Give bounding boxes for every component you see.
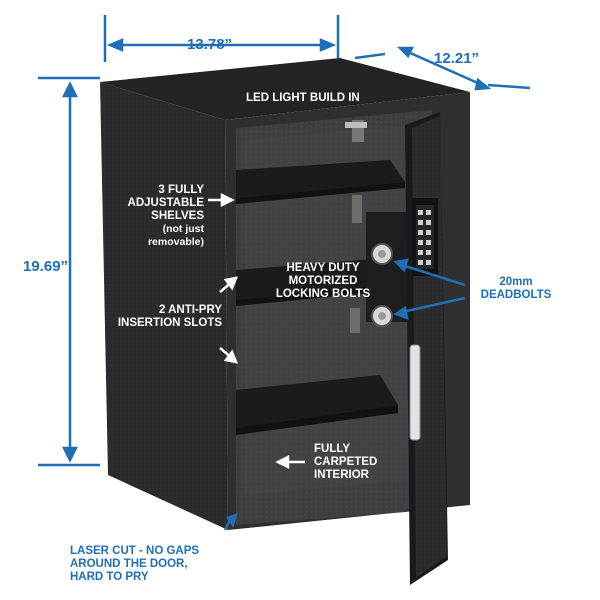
carpeted-line: FULLY xyxy=(314,443,350,455)
shelves-label: 3 FULLY ADJUSTABLE SHELVES (not just rem… xyxy=(122,184,204,249)
led-light-label: LED LIGHT BUILD IN xyxy=(246,92,360,104)
shelves xyxy=(236,120,405,435)
deadbolts-line: 20mm xyxy=(499,276,533,288)
width-dimension: 13.78” xyxy=(187,36,233,53)
height-dimension: 19.69” xyxy=(23,258,69,275)
locking-bolts xyxy=(366,212,408,327)
carpeted-label: FULLY CARPETED INTERIOR xyxy=(314,443,404,482)
shelves-line: 3 FULLY xyxy=(158,184,204,196)
dimension-lines xyxy=(38,15,531,467)
anti-pry-line: 2 ANTI-PRY xyxy=(158,304,222,316)
locking-bolts-label: HEAVY DUTY MOTORIZED LOCKING BOLTS xyxy=(268,262,378,301)
depth-dimension: 12.21” xyxy=(434,50,480,67)
locking-bolts-line: HEAVY DUTY xyxy=(286,262,360,274)
deadbolt-arrows xyxy=(223,258,466,531)
locking-bolts-line: LOCKING BOLTS xyxy=(275,288,371,300)
laser-cut-label: LASER CUT - NO GAPS AROUND THE DOOR, HAR… xyxy=(70,545,220,584)
anti-pry-label: 2 ANTI-PRY INSERTION SLOTS xyxy=(116,304,222,330)
safe-door xyxy=(405,112,448,585)
laser-cut-line: AROUND THE DOOR, xyxy=(70,558,188,570)
deadbolts-line: DEADBOLTS xyxy=(480,289,552,301)
deadbolts-label: 20mm DEADBOLTS xyxy=(476,276,556,302)
laser-cut-line: HARD TO PRY xyxy=(70,571,149,583)
anti-pry-line: INSERTION SLOTS xyxy=(117,317,222,329)
laser-cut-line: LASER CUT - NO GAPS xyxy=(70,545,200,557)
carpeted-line: CARPETED xyxy=(314,456,378,468)
shelves-line: (not just xyxy=(162,223,204,235)
shelves-line: ADJUSTABLE xyxy=(127,197,204,209)
shelves-line: removable) xyxy=(147,236,204,248)
shelves-line: SHELVES xyxy=(151,210,204,222)
locking-bolts-line: MOTORIZED xyxy=(288,275,358,287)
carpeted-line: INTERIOR xyxy=(314,469,369,481)
callout-arrows xyxy=(208,192,305,470)
